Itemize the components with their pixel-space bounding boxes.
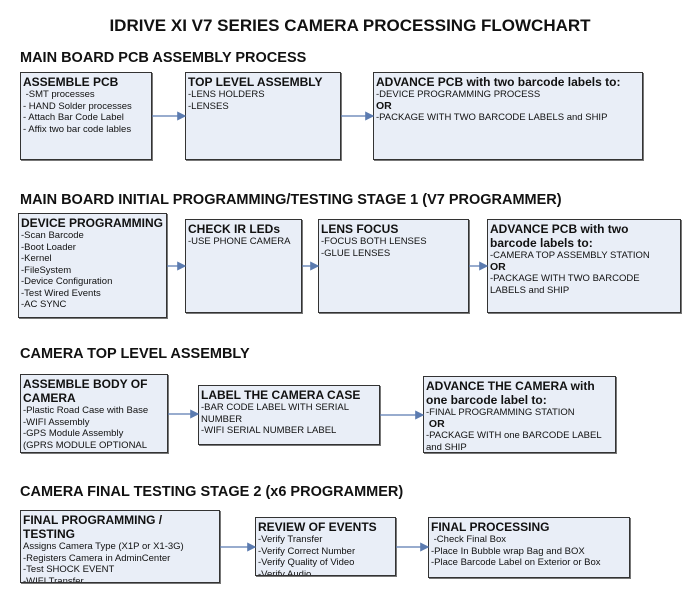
box-line: -Verify Correct Number [258, 545, 356, 557]
process-box-2-3: LENS FOCUS-FOCUS BOTH LENSES-GLUE LENSES [318, 219, 469, 313]
box-heading: ASSEMBLE PCB [23, 75, 119, 89]
box-line: -BAR CODE LABEL WITH SERIAL NUMBER [201, 402, 352, 425]
box-line: -FOCUS BOTH LENSES [321, 236, 427, 247]
box-line: -Plastic Road Case with Base [23, 405, 149, 416]
box-line: - Attach Bar Code Label [23, 112, 124, 123]
box-line: -USE PHONE CAMERA [188, 236, 291, 247]
stage-4-label: CAMERA FINAL TESTING STAGE 2 (x6 PROGRAM… [20, 484, 404, 500]
process-box-1-3: ADVANCE PCB with two barcode labels to:-… [373, 72, 643, 160]
box-line: - Affix two bar code lables [23, 123, 132, 135]
box-line: - HAND Solder processes [23, 100, 132, 112]
box-heading: ADVANCE PCB with two barcode labels to: [490, 222, 629, 250]
box-line: -Test Wired Events [21, 287, 101, 299]
box-heading: ASSEMBLE BODY OF CAMERA [23, 377, 148, 405]
box-line: -WIFI Transfer [23, 575, 84, 583]
box-line: OR [376, 99, 392, 112]
box-line: -PACKAGE WITH TWO BARCODE LABELS and SHI… [376, 112, 608, 123]
box-heading: LABEL THE CAMERA CASE [201, 388, 361, 402]
box-line: -Test SHOCK EVENT [23, 564, 115, 575]
box-line: -Scan Barcode [21, 230, 84, 241]
process-box-3-1: ASSEMBLE BODY OF CAMERA-Plastic Road Cas… [20, 374, 168, 453]
box-line: -WIFI Assembly [23, 416, 90, 428]
box-heading: TOP LEVEL ASSEMBLY [188, 75, 323, 89]
process-box-4-3: FINAL PROCESSING -Check Final Box-Place … [428, 517, 630, 578]
process-box-1-1: ASSEMBLE PCB -SMT processes- HAND Solder… [20, 72, 152, 160]
box-line: -GPS Module Assembly [23, 428, 124, 439]
box-line: -SMT processes [23, 89, 95, 100]
box-line: -Registers Camera in AdminCenter [23, 552, 171, 564]
box-line: -Verify Audio [258, 568, 312, 576]
box-line: -Check Final Box [431, 534, 506, 545]
stage-1-label: MAIN BOARD PCB ASSEMBLY PROCESS [20, 50, 307, 66]
box-line: -Place In Bubble wrap Bag and BOX [431, 545, 585, 557]
box-line: -Place Barcode Label on Exterior or Box [431, 557, 601, 568]
box-line: -CAMERA TOP ASSEMBLY STATION [490, 250, 650, 261]
process-box-3-2: LABEL THE CAMERA CASE-BAR CODE LABEL WIT… [198, 385, 380, 445]
process-box-1-2: TOP LEVEL ASSEMBLY-LENS HOLDERS-LENSES [185, 72, 341, 160]
process-box-2-4: ADVANCE PCB with two barcode labels to:-… [487, 219, 681, 313]
box-line: -AC SYNC [21, 299, 67, 310]
flowchart-title: IDRIVE XI V7 SERIES CAMERA PROCESSING FL… [109, 16, 591, 35]
process-box-3-3: ADVANCE THE CAMERA with one barcode labe… [423, 376, 616, 453]
box-line: -Device Configuration [21, 276, 113, 287]
box-line: -PACKAGE WITH one BARCODE LABEL and SHIP [426, 430, 604, 453]
box-heading: REVIEW OF EVENTS [258, 520, 377, 534]
box-line: (GPRS MODULE OPTIONAL [23, 439, 148, 451]
stage-3-label: CAMERA TOP LEVEL ASSEMBLY [20, 346, 250, 362]
box-heading: DEVICE PROGRAMMING [21, 216, 164, 230]
box-line: -DEVICE PROGRAMMING PROCESS [376, 89, 541, 100]
box-line: -FINAL PROGRAMMING STATION [426, 407, 575, 418]
box-line: -Verify Transfer [258, 534, 323, 545]
process-box-4-2: REVIEW OF EVENTS-Verify Transfer-Verify … [255, 517, 396, 576]
process-box-2-2: CHECK IR LEDs-USE PHONE CAMERA [185, 219, 302, 313]
box-heading: LENS FOCUS [321, 222, 399, 236]
box-line: -WIFI SERIAL NUMBER LABEL [201, 425, 337, 436]
box-line: -Kernel [21, 253, 52, 264]
box-line: -Verify Quality of Video [258, 557, 355, 568]
box-line: -LENSES [188, 100, 229, 112]
box-line: -Boot Loader [21, 241, 76, 253]
stage-2-label: MAIN BOARD INITIAL PROGRAMMING/TESTING S… [20, 192, 562, 208]
box-line: OR [490, 260, 506, 273]
box-line: -GLUE LENSES [321, 247, 391, 259]
box-line: OR [426, 417, 445, 430]
box-heading: CHECK IR LEDs [188, 222, 281, 236]
box-line: Assigns Camera Type (X1P or X1-3G) [23, 541, 184, 552]
box-heading: FINAL PROCESSING [431, 520, 550, 534]
box-heading: FINAL PROGRAMMING / TESTING [23, 513, 163, 541]
box-heading: ADVANCE PCB with two barcode labels to: [376, 75, 621, 89]
box-line: -FileSystem [21, 264, 72, 276]
process-box-2-1: DEVICE PROGRAMMING-Scan Barcode-Boot Loa… [18, 213, 167, 318]
box-line: -PACKAGE WITH TWO BARCODE LABELS and SHI… [490, 273, 643, 296]
box-line: Depending on camera version) [23, 451, 165, 452]
box-line: -LENS HOLDERS [188, 89, 265, 100]
box-heading: ADVANCE THE CAMERA with one barcode labe… [426, 379, 595, 407]
